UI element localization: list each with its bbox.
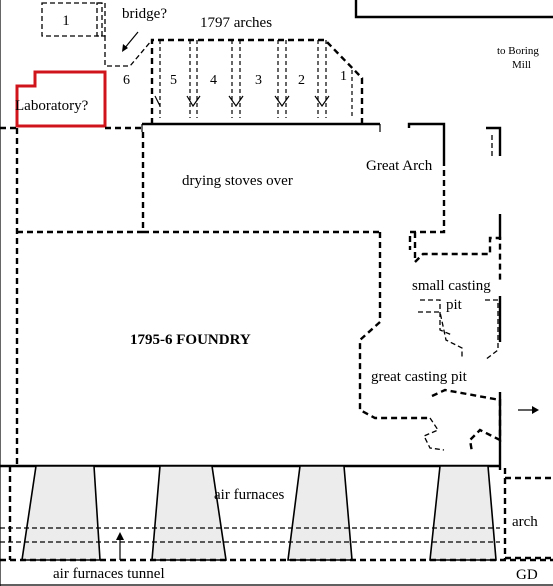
arch-3-label: 3 [255, 73, 262, 88]
mill-label: Mill [512, 59, 531, 71]
arch-6-label: 6 [123, 73, 130, 88]
arch-label: arch [512, 514, 538, 530]
top-right-building-outline [354, 0, 553, 19]
air-furnace-4 [429, 465, 497, 561]
arch-divider-2-1 [317, 40, 327, 118]
small-casting-pit-inner [420, 299, 453, 336]
drying-stoves-left-wall [17, 132, 145, 234]
box-1-label: 1 [62, 13, 70, 29]
great-casting-pit-label: great casting pit [371, 369, 468, 385]
arch-4-label: 4 [210, 73, 217, 88]
bridge-arrowhead [122, 44, 128, 52]
small-casting-pit-left-detail [418, 311, 463, 358]
arch-5-label: 5 [170, 73, 177, 88]
small-casting-pit-top [413, 232, 502, 282]
great-casting-pit-left-steps [423, 417, 445, 451]
air-furnace-2 [151, 465, 227, 561]
tunnel-arrowhead [116, 532, 124, 540]
air-furnace-3 [287, 465, 353, 561]
gd-label: GD [516, 567, 538, 583]
great-casting-pit-outline [431, 388, 502, 453]
air-furnaces-label: air furnaces [214, 487, 285, 503]
small-casting-pit-label: pit [446, 297, 463, 313]
small-casting-label: small casting [412, 278, 491, 294]
to-boring-label: to Boring [497, 45, 539, 57]
arch-1-label: 1 [340, 69, 347, 84]
arch-arrow-e [154, 95, 161, 107]
arches-1797-outline [150, 38, 364, 124]
arch-arrow-b [228, 95, 244, 108]
great-arch-label: Great Arch [366, 158, 433, 174]
arch-divider-5-4 [189, 40, 198, 118]
exit-arrowhead [532, 406, 539, 414]
arches-1797-label: 1797 arches [200, 15, 272, 31]
great-arch-right-wall [408, 160, 446, 250]
arch-2-label: 2 [298, 73, 305, 88]
foundry-label: 1795-6 FOUNDRY [130, 332, 251, 348]
air-furnace-1 [21, 465, 101, 561]
bridge-arrow-line [123, 31, 139, 50]
arch-arrow-a [186, 95, 201, 108]
arch-arrow-c [274, 95, 290, 108]
arch-divider-3-2 [277, 40, 287, 118]
arches-wall-ends [141, 124, 381, 132]
arch-divider-4-3 [231, 40, 241, 118]
arch-arrow-d [314, 95, 330, 108]
box-1-outline [41, 2, 103, 37]
drying-stoves-label: drying stoves over [182, 173, 293, 189]
box-1-side [96, 2, 106, 37]
foundry-right-wall [358, 232, 430, 420]
laboratory-label: Laboratory? [15, 98, 89, 114]
great-arch-right-pier [486, 126, 502, 156]
great-arch-left-pier [407, 122, 446, 160]
air-furnaces-tunnel-label: air furnaces tunnel [53, 566, 165, 582]
laboratory-outline [15, 70, 107, 128]
bridge-label: bridge? [122, 6, 167, 22]
bridge-outline [104, 36, 153, 67]
small-casting-pit-right-detail [484, 299, 499, 361]
